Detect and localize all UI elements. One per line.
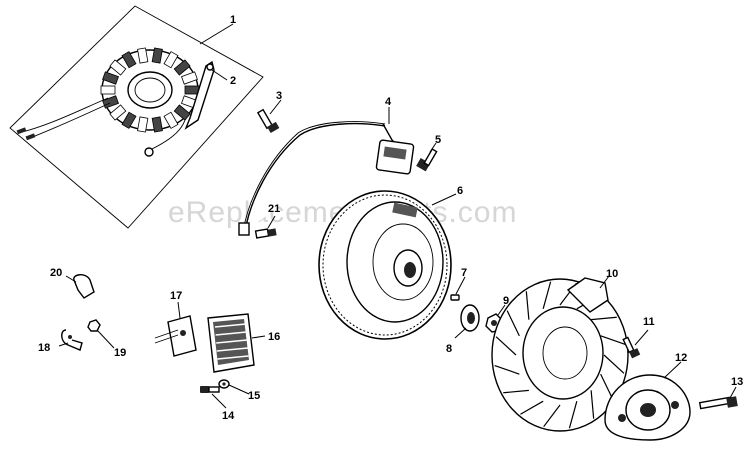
- fan-blade: [520, 400, 544, 415]
- stator-tooth: [173, 104, 191, 121]
- part-15-washer[interactable]: [218, 379, 230, 389]
- stator-tooth: [151, 47, 163, 64]
- fan-blade: [494, 364, 520, 375]
- part-12-drive-cup[interactable]: [604, 374, 691, 441]
- rectifier-fin: [216, 339, 248, 344]
- callout-6: 6: [457, 185, 463, 197]
- stator-tooth: [163, 111, 179, 129]
- callout-19: 19: [114, 347, 126, 359]
- part-7-key[interactable]: [450, 294, 460, 301]
- callout-10: 10: [606, 268, 618, 280]
- callout-2: 2: [230, 75, 236, 87]
- rectifier-fin: [215, 331, 247, 336]
- callout-16: 16: [268, 331, 280, 343]
- fan-blade: [525, 291, 530, 320]
- stator-tooth: [121, 51, 137, 69]
- callout-9: 9: [503, 295, 509, 307]
- callout-5: 5: [435, 134, 441, 146]
- callout-7: 7: [461, 267, 467, 279]
- callout-14: 14: [222, 410, 235, 422]
- callout-11: 11: [643, 316, 655, 328]
- callout-20: 20: [50, 267, 62, 279]
- callout-15: 15: [248, 390, 260, 402]
- stator-tooth: [137, 116, 149, 133]
- callout-18: 18: [38, 342, 50, 354]
- part-17-bracket[interactable]: [154, 315, 197, 357]
- part-2-ground-lead[interactable]: [184, 60, 215, 130]
- fan-blade: [543, 404, 561, 428]
- stator-tooth: [137, 47, 149, 64]
- fan-blade: [600, 335, 626, 346]
- fan-blade: [503, 389, 529, 394]
- callout-4: 4: [385, 96, 392, 108]
- stator-tooth: [184, 85, 200, 95]
- part-21-spark-plug-terminal[interactable]: [254, 228, 277, 239]
- callout-12: 12: [675, 352, 687, 364]
- fan-blade: [506, 310, 520, 337]
- stator-tooth: [102, 71, 119, 85]
- callout-1: 1: [230, 14, 236, 26]
- stator-tooth: [173, 59, 191, 76]
- rectifier-fin: [217, 355, 249, 360]
- callout-17: 17: [170, 290, 182, 302]
- part-16-rectifier-regulator[interactable]: [207, 313, 255, 373]
- stator-tooth: [151, 116, 163, 133]
- callout-labels: 1 2 3 4 5 6 7 8 9 10 11 12 13 14 15 16 1…: [38, 14, 743, 422]
- callout-13: 13: [731, 376, 743, 388]
- stator-tooth: [163, 51, 179, 69]
- part-5-screw[interactable]: [416, 148, 438, 172]
- stator-tooth: [181, 71, 198, 85]
- callout-8: 8: [446, 343, 452, 355]
- part-6-flywheel[interactable]: [318, 190, 452, 340]
- part-1-stator-assembly[interactable]: [9, 5, 264, 229]
- part-19-nut[interactable]: [87, 319, 101, 332]
- stator-tooth: [121, 111, 137, 129]
- fan-blade: [568, 401, 578, 429]
- stator-tooth: [109, 59, 127, 76]
- stator-tooth: [109, 104, 127, 121]
- fan-blade: [495, 336, 517, 356]
- rectifier-fin: [214, 323, 247, 328]
- stator-tooth: [100, 85, 116, 95]
- callout-21: 21: [268, 203, 280, 215]
- part-4-ignition-module[interactable]: [238, 121, 415, 236]
- fan-blade: [591, 316, 617, 321]
- part-20-clamp[interactable]: [73, 274, 95, 299]
- part-8-washer[interactable]: [460, 304, 480, 332]
- callout-3: 3: [276, 90, 282, 102]
- fan-blade: [600, 373, 614, 400]
- part-3-screw[interactable]: [256, 108, 280, 133]
- fan-blade: [542, 281, 552, 309]
- part-11-screw[interactable]: [622, 336, 641, 359]
- part-10-fan[interactable]: [491, 277, 629, 432]
- rectifier-fin: [216, 347, 248, 352]
- part-14-screw[interactable]: [200, 386, 220, 393]
- fan-blade: [603, 354, 625, 374]
- part-13-bolt[interactable]: [698, 396, 738, 410]
- leader-lines: [58, 23, 737, 409]
- fan-blade: [590, 390, 595, 419]
- part-18-clip[interactable]: [61, 329, 83, 351]
